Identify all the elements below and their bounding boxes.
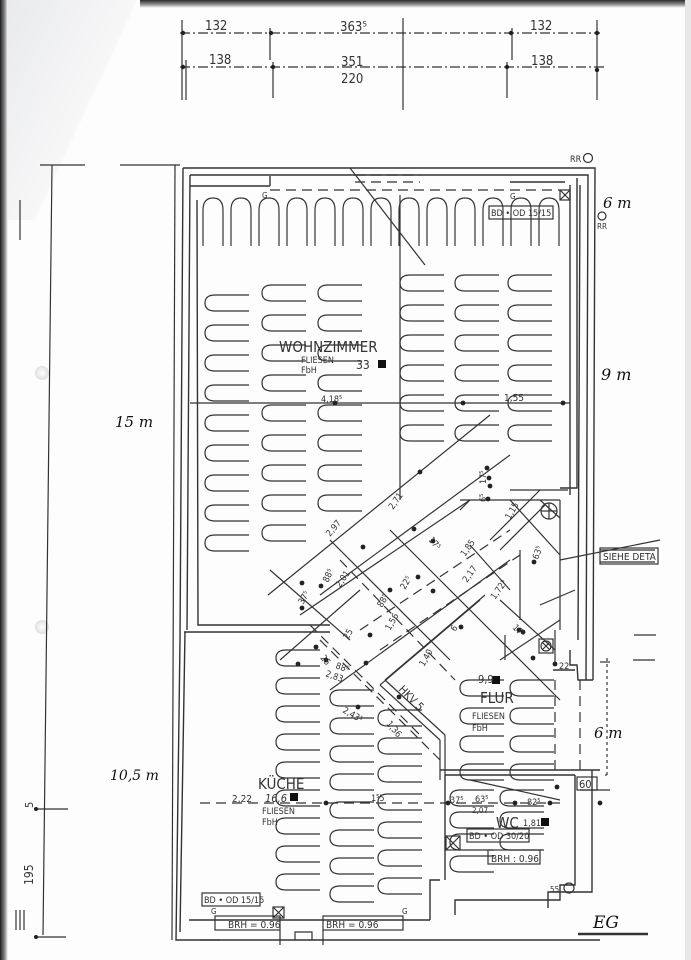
heating-loops-wohnzimmer bbox=[204, 274, 553, 552]
heating-loop-top bbox=[202, 197, 560, 247]
brh-label-1: BRH = 0.96 bbox=[228, 920, 281, 931]
dim-wc-635: 63⁵ bbox=[475, 795, 489, 805]
rr-circle-icon bbox=[582, 152, 594, 164]
top-dimension-lines bbox=[180, 18, 605, 110]
dim-top-center: 363⁵ bbox=[340, 20, 367, 35]
rr-circle-icon bbox=[597, 211, 607, 221]
room-name-kueche: KÜCHE bbox=[258, 774, 304, 793]
brh-label-wc: BRH : 0.96 bbox=[491, 854, 539, 865]
room-name-flur: FLUR bbox=[480, 689, 514, 707]
rr-label-right: RR bbox=[597, 222, 607, 231]
dim-375: 37⁵ bbox=[297, 590, 312, 607]
right-margin-marks bbox=[580, 634, 656, 791]
room-code-flur: FbH bbox=[472, 724, 488, 734]
room-name-wc: WC bbox=[496, 814, 519, 832]
exterior-walls bbox=[175, 167, 600, 941]
g-label: G bbox=[262, 191, 268, 200]
room-name-wohnzimmer: WOHNZIMMER bbox=[279, 338, 378, 356]
g-label: G bbox=[211, 907, 217, 916]
dim-second-center: 351 bbox=[341, 55, 363, 70]
dim-second-right: 138 bbox=[531, 54, 553, 69]
room-finish-wohnzimmer: FLIESEN bbox=[301, 356, 334, 366]
dim-wc-825: 82⁵ bbox=[527, 798, 541, 808]
rr-circle-icon bbox=[563, 882, 575, 894]
room-area-wohnzimmer: 33 bbox=[356, 358, 370, 372]
wc-drain-icon bbox=[445, 835, 461, 851]
dim-left-5: 5 bbox=[23, 802, 36, 808]
scan-edge-left bbox=[0, 0, 8, 960]
area-markers bbox=[290, 360, 549, 826]
scan-edge-top bbox=[140, 0, 691, 8]
dim-top-left: 132 bbox=[205, 19, 227, 34]
dim-1-85: 1,85 bbox=[459, 538, 478, 559]
handwritten-6m-top: 6 m bbox=[603, 194, 632, 212]
dim-1-725: 1,72⁵ bbox=[489, 579, 509, 602]
handwritten-10-5m: 10,5 m bbox=[110, 768, 159, 784]
floor-label-eg: EG bbox=[592, 913, 619, 933]
siehe-detail-label: SIEHE DETA bbox=[603, 552, 657, 563]
dim-225: 22⁵ bbox=[399, 575, 414, 592]
dim-1-5: 1⁵5 bbox=[371, 794, 385, 804]
dim-4-185: 4,18⁵ bbox=[321, 395, 342, 405]
dim-55: 55 bbox=[550, 885, 559, 894]
room-area-flur: 9,9 bbox=[478, 673, 494, 686]
dim-885b: 88⁵ bbox=[376, 593, 391, 610]
scan-edge-right bbox=[685, 0, 691, 960]
room-area-kueche: 16,6 bbox=[265, 792, 287, 805]
bd-label-wc: BD • OD 30/20 bbox=[469, 832, 529, 842]
dim-1-55: 1,55 bbox=[504, 393, 524, 404]
dim-wc-375: 37⁵ bbox=[450, 796, 464, 806]
punch-hole-icon bbox=[35, 620, 49, 634]
dimension-dots bbox=[295, 400, 603, 806]
handwritten-6m-lower: 6 m bbox=[594, 724, 623, 742]
floor-drain-icon bbox=[272, 906, 285, 919]
dim-2-17: 2,17 bbox=[461, 564, 480, 585]
bottom-windows bbox=[200, 849, 541, 945]
dim-175: 17⁵ bbox=[479, 470, 489, 484]
room-code-wohnzimmer: FbH bbox=[301, 366, 317, 376]
dim-635: 63⁵ bbox=[531, 545, 545, 561]
bd-label-top: BD • OD 15/15 bbox=[491, 209, 551, 219]
dim-885c: 88⁵ bbox=[334, 661, 350, 675]
dim-25a: 25 bbox=[342, 628, 356, 642]
room-finish-flur: FLIESEN bbox=[472, 712, 505, 722]
dim-second-left: 138 bbox=[209, 53, 231, 68]
handwritten-15m: 15 m bbox=[115, 413, 153, 431]
dim-2-22: 2,22 bbox=[232, 794, 252, 805]
dim-2-435: 2,43⁵ bbox=[341, 706, 364, 725]
dashed-lines bbox=[200, 174, 581, 804]
dim-top-right: 132 bbox=[530, 19, 552, 34]
dim-885a: 88⁵ bbox=[322, 568, 337, 585]
drain-box-icon bbox=[538, 638, 554, 654]
label-boxes bbox=[201, 205, 659, 907]
g-label: G bbox=[402, 907, 408, 916]
dim-wc-2-07: 2,07 bbox=[472, 806, 488, 815]
dim-6: 6 bbox=[449, 624, 460, 634]
bd-label-bottom: BD • OD 15/15 bbox=[204, 896, 264, 906]
page-fold-shadow bbox=[8, 0, 138, 220]
dim-1-36: 1,36 bbox=[384, 720, 403, 740]
dim-175c: 17⁵ bbox=[510, 623, 527, 640]
brh-label-2: BRH = 0.96 bbox=[326, 920, 379, 931]
dim-60: 60 bbox=[579, 778, 592, 791]
dim-65: 6⁵ bbox=[479, 494, 489, 502]
dim-2-71: 2,71 bbox=[387, 491, 406, 512]
dim-second-sub: 220 bbox=[341, 72, 363, 87]
room-area-wc: 1,81 bbox=[523, 819, 541, 829]
handwritten-9m: 9 m bbox=[601, 365, 631, 384]
text-layer: 132 363⁵ 132 138 351 138 220 5 195 15 m … bbox=[22, 19, 657, 933]
rr-label-top: RR bbox=[570, 155, 582, 165]
g-label: G bbox=[510, 192, 516, 201]
room-finish-kueche: FLIESEN bbox=[262, 807, 295, 817]
dim-175a: 17⁵ bbox=[426, 536, 442, 553]
diagonal-corridor bbox=[267, 414, 661, 801]
left-dimension-line bbox=[15, 164, 180, 941]
room-code-kueche: FbH bbox=[262, 818, 278, 828]
floor-drain-icon bbox=[559, 189, 571, 201]
dim-22: 22 bbox=[559, 662, 569, 672]
punch-hole-icon bbox=[35, 366, 49, 380]
dim-left-195: 195 bbox=[22, 864, 36, 885]
